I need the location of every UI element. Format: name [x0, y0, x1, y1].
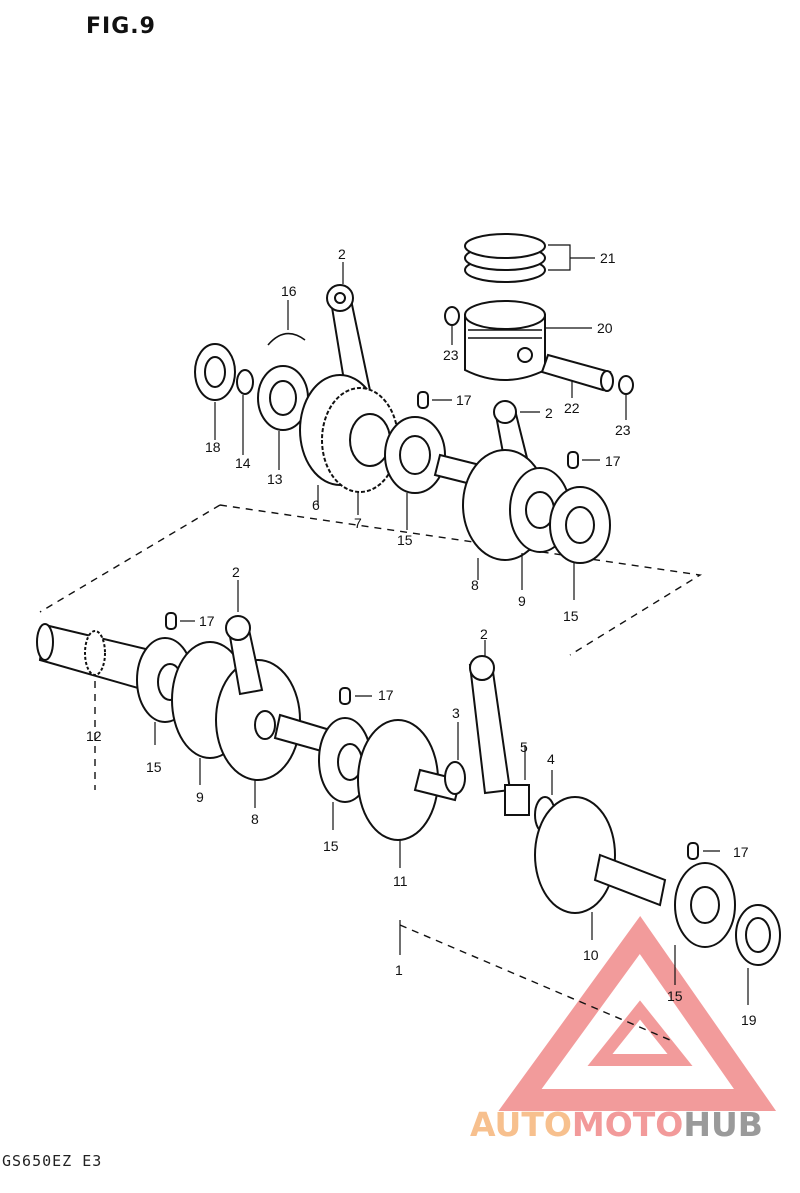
- callout-8: 8: [251, 811, 259, 827]
- callout-17: 17: [199, 613, 215, 629]
- bearing-15: [384, 416, 446, 530]
- callout-2: 2: [232, 564, 240, 580]
- callout-17: 17: [456, 392, 472, 408]
- callout-9: 9: [196, 789, 204, 805]
- crank-web-11: [357, 719, 462, 868]
- callout-21: 21: [600, 250, 616, 266]
- piston: [464, 300, 592, 381]
- bearing-13: [257, 365, 309, 431]
- callout-16: 16: [281, 283, 297, 299]
- callout-9: 9: [518, 593, 526, 609]
- callout-18: 18: [205, 439, 221, 455]
- bearing-15: [549, 486, 611, 564]
- callout-7: 7: [354, 515, 362, 531]
- callout-11: 11: [393, 873, 408, 889]
- callout-15: 15: [397, 532, 413, 548]
- callout-4: 4: [547, 751, 555, 767]
- piston-pin: [540, 353, 614, 398]
- callout-2: 2: [480, 626, 488, 642]
- callout-15: 15: [667, 988, 683, 1004]
- callout-14: 14: [235, 455, 251, 471]
- crank-web-9-8: [171, 641, 301, 808]
- callout-2: 2: [338, 246, 346, 262]
- figure-title: FIG.9: [86, 14, 156, 39]
- callout-5: 5: [520, 739, 528, 755]
- o-ring: [236, 369, 254, 395]
- callout-12: 12: [86, 728, 102, 744]
- crankcase-plate: [267, 332, 306, 346]
- connecting-rod: [468, 640, 512, 795]
- crank-web-gear: [299, 374, 399, 515]
- callout-23: 23: [615, 422, 631, 438]
- circlip: [618, 375, 634, 395]
- dowel-pin: [417, 391, 429, 409]
- needle-bearing: [504, 784, 530, 816]
- crank-web-10: [534, 796, 667, 940]
- callout-20: 20: [597, 320, 613, 336]
- callout-1: 1: [395, 962, 403, 978]
- bearing-15: [674, 862, 736, 985]
- callout-13: 13: [267, 471, 283, 487]
- oil-seal-upper: [194, 343, 236, 401]
- piston-rings: [464, 233, 595, 283]
- callout-23: 23: [443, 347, 459, 363]
- callout-17: 17: [378, 687, 394, 703]
- callout-6: 6: [312, 497, 320, 513]
- callout-15: 15: [563, 608, 579, 624]
- primary-drive-shaft: [36, 623, 152, 692]
- callout-17: 17: [733, 844, 749, 860]
- oil-seal-lower: [735, 904, 781, 1005]
- callout-19: 19: [741, 1012, 757, 1028]
- dowel-pin: [339, 687, 351, 705]
- callout-17: 17: [605, 453, 621, 469]
- callout-2: 2: [545, 405, 553, 421]
- callout-15: 15: [323, 838, 339, 854]
- watermark-triangle-icon: [498, 916, 777, 1111]
- spacer-ring: [444, 761, 466, 795]
- dowel-pin: [687, 842, 699, 860]
- watermark-logo: AUTOMOTOHUB: [470, 1105, 763, 1144]
- dowel-pin: [567, 451, 579, 469]
- callout-8: 8: [471, 577, 479, 593]
- dowel-pin: [165, 612, 177, 630]
- callout-22: 22: [564, 400, 580, 416]
- connecting-rod: [225, 580, 264, 696]
- model-code: GS650EZ E3: [2, 1152, 103, 1170]
- callout-15: 15: [146, 759, 162, 775]
- circlip: [444, 306, 460, 326]
- callout-3: 3: [452, 705, 460, 721]
- callout-10: 10: [583, 947, 599, 963]
- connecting-rod: [326, 262, 374, 407]
